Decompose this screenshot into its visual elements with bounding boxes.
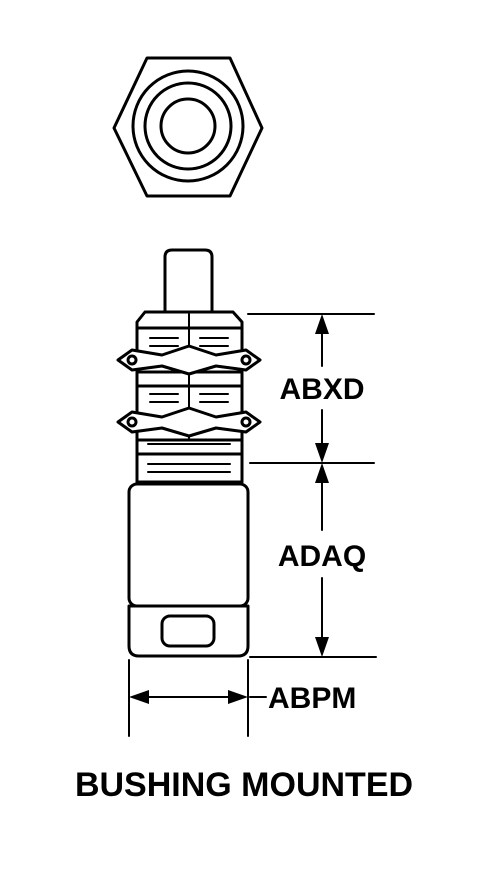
- lock-washer-2: [116, 406, 262, 438]
- dimension-adaq: ADAQ: [249, 463, 377, 658]
- dimension-abpm: ABPM: [128, 659, 356, 737]
- lock-washer-1: [116, 344, 262, 376]
- thread-marks-lower: [147, 443, 231, 473]
- middle-ring: [143, 81, 233, 171]
- abpm-arrow-left: [129, 690, 149, 704]
- top-view-hex-nut: [112, 56, 264, 198]
- abxd-label: ABXD: [279, 373, 364, 406]
- adaq-label: ADAQ: [278, 540, 366, 573]
- adaq-arrow-up: [315, 463, 329, 483]
- outer-ring: [131, 69, 245, 183]
- terminal-window: [160, 614, 216, 648]
- abxd-arrow-down: [315, 443, 329, 463]
- dimension-abxd: ABXD: [247, 313, 375, 464]
- thread-marks-upper: [149, 337, 229, 403]
- washer-2-hole-right: [240, 416, 252, 428]
- abpm-arrow-right: [228, 690, 248, 704]
- washer-1-hole-left: [126, 354, 138, 366]
- washer-2-hole-left: [126, 416, 138, 428]
- terminal-end: [127, 604, 250, 658]
- inner-ring: [159, 97, 217, 155]
- adaq-arrow-down: [315, 637, 329, 657]
- switch-body: [127, 482, 250, 608]
- plunger: [163, 248, 214, 312]
- washer-1-hole-right: [240, 354, 252, 366]
- lower-bushing: [135, 438, 244, 484]
- abpm-label: ABPM: [268, 682, 356, 715]
- hex-outline: [112, 56, 264, 198]
- drawing-caption: BUSHING MOUNTED: [75, 766, 413, 804]
- side-view-switch: [116, 248, 262, 658]
- abxd-arrow-up: [315, 314, 329, 334]
